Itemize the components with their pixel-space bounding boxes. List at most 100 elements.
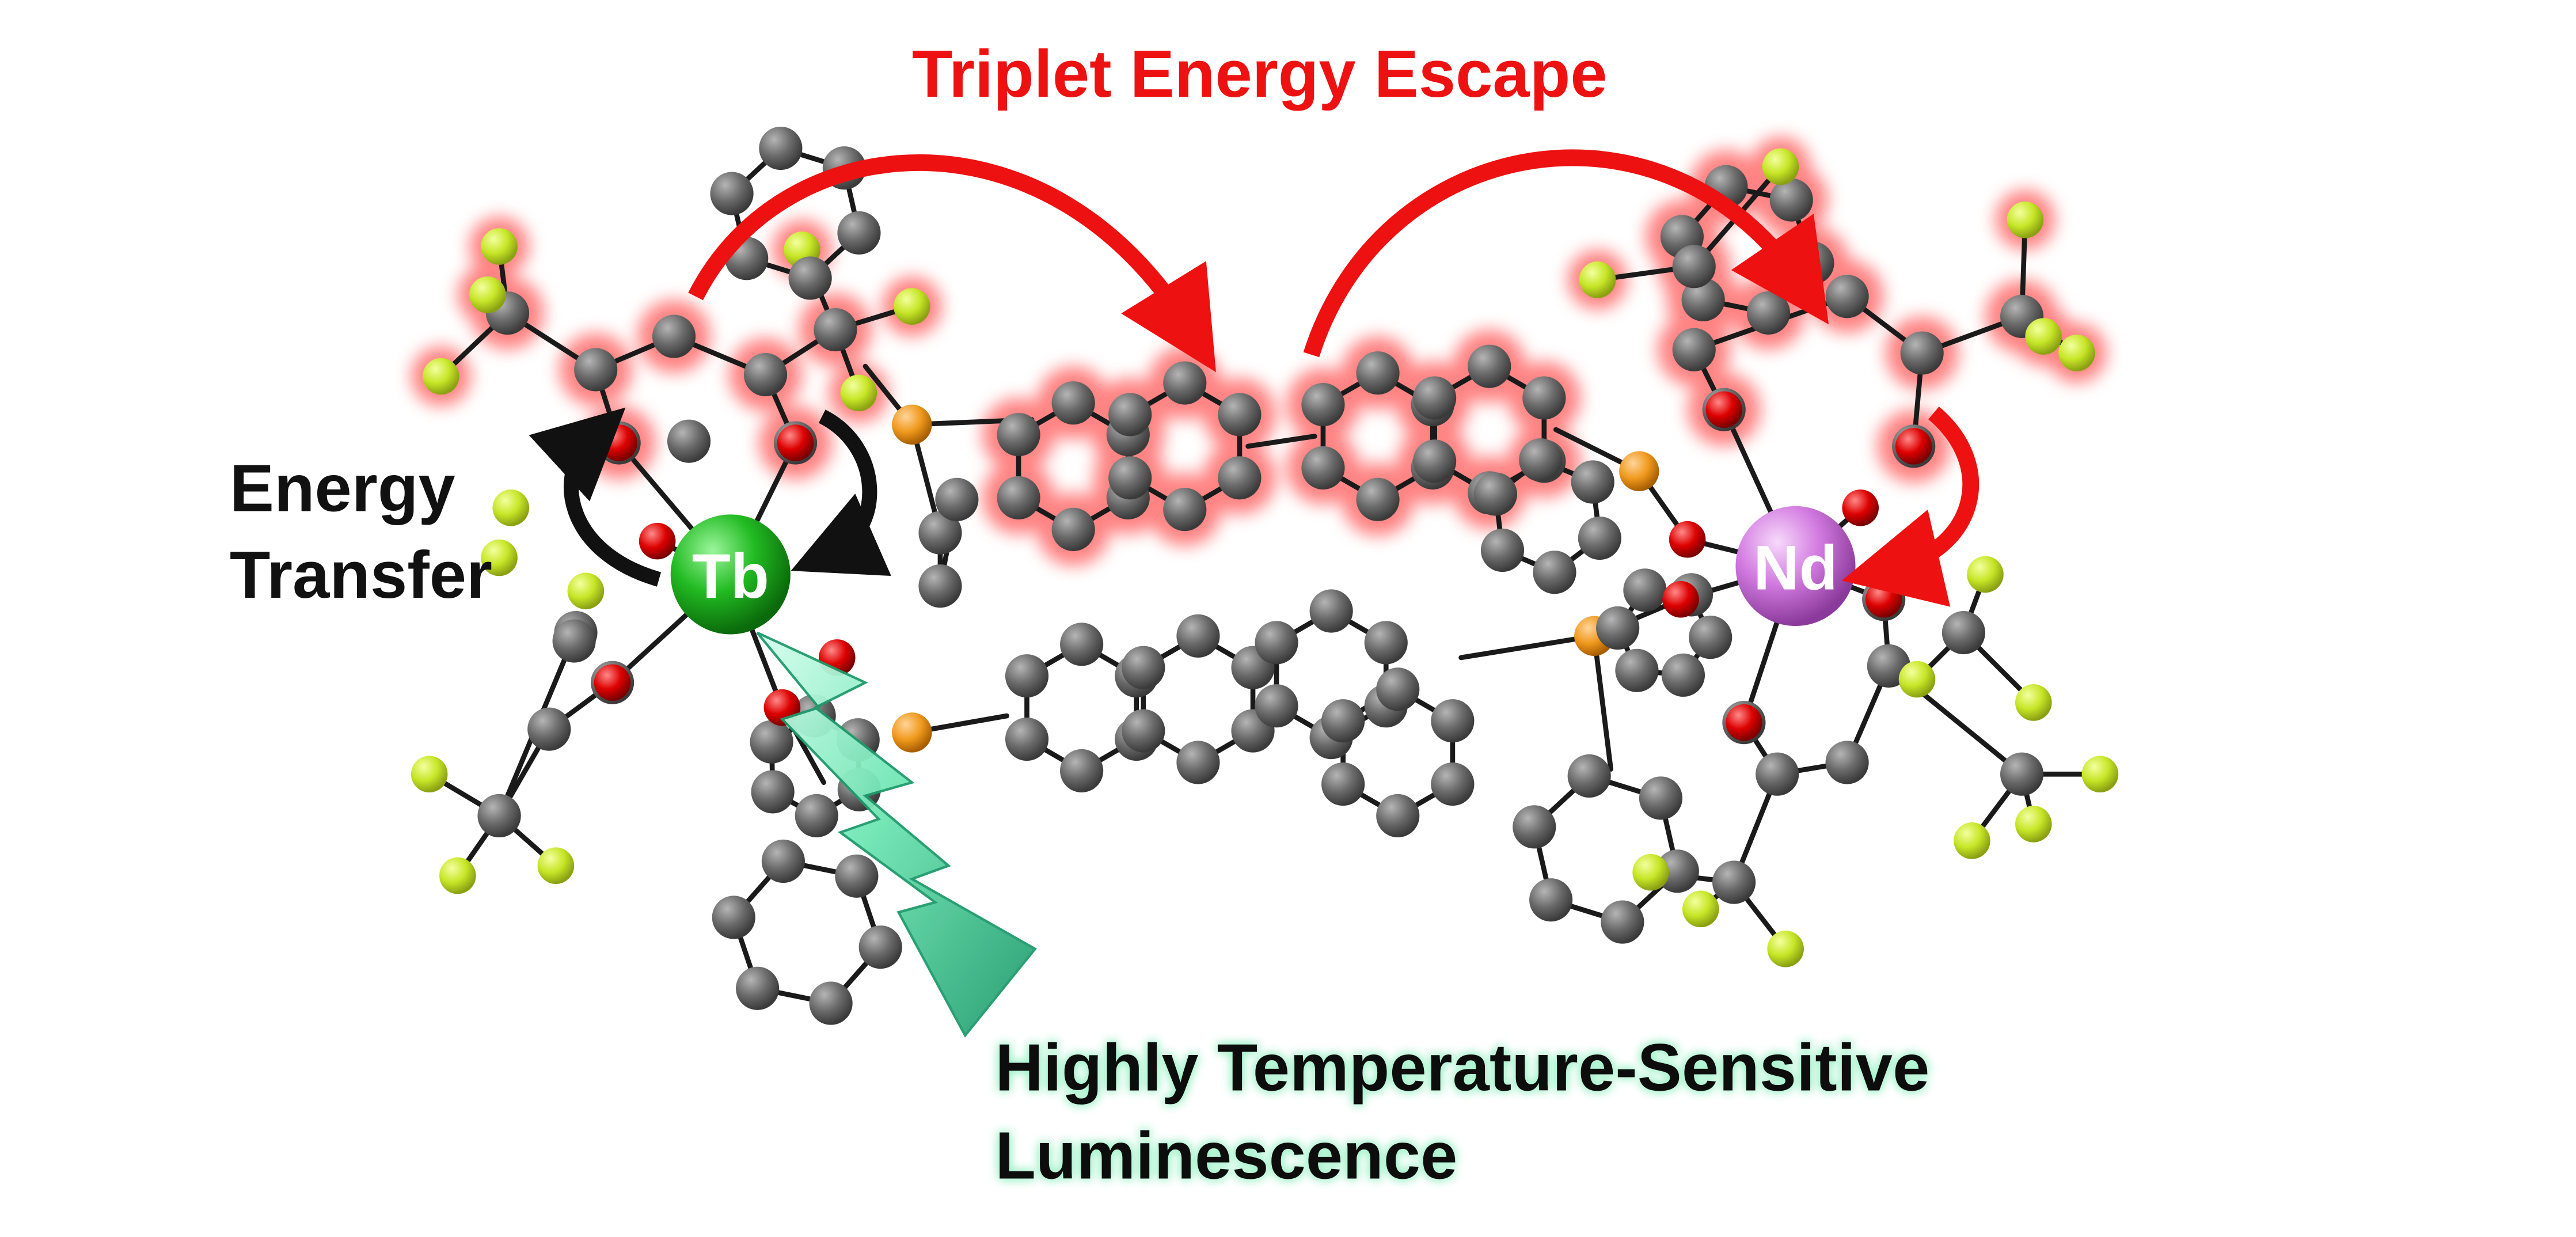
fluorine-atom [1967,556,2004,593]
carbon-atom [814,308,857,352]
fluorine-atom [2015,806,2052,843]
oxygen-atom [1842,490,1879,526]
carbon-atom [1255,684,1298,728]
phosphorus-atom [892,712,932,753]
luminescence-label-line1: Highly Temperature-Sensitive [995,1030,1929,1105]
carbon-atom [1672,328,1716,371]
fluorine-atom [840,374,877,412]
carbon-atom [918,564,962,608]
carbon-atom [1942,610,1985,655]
escape-arrow-right [1303,149,1829,358]
carbon-atom [1122,709,1165,753]
carbon-atom [997,413,1040,457]
fluorine-atom [1767,930,1804,967]
carbon-atom [788,256,832,300]
fluorine-atom [1682,890,1719,928]
energy-transfer-label-line2: Transfer [230,538,492,612]
carbon-atom [1321,699,1365,743]
fluorine-atom [537,847,575,884]
oxygen-atom [601,424,637,461]
carbon-atom [1255,621,1298,665]
carbon-atom [1413,376,1457,420]
carbon-atom [1900,331,1944,375]
carbon-atom [1413,439,1457,483]
carbon-atom [1639,776,1683,820]
carbon-atom [1051,507,1095,551]
oxygen-atom [1705,391,1743,428]
transfer-arrow-left [529,407,662,587]
carbon-atom [935,477,979,521]
carbon-atom [1122,646,1165,689]
fluorine-atom [481,539,518,576]
carbon-atom [1218,456,1262,500]
carbon-atom [710,172,754,215]
carbon-atom [759,126,803,170]
oxygen-atom [639,522,676,560]
carbon-atom [1309,589,1353,633]
carbon-atom [527,707,571,751]
carbon-atom [1108,393,1152,437]
nd-label: Nd [1753,533,1837,603]
oxygen-atom [594,664,631,701]
fluorine-atom [894,288,930,325]
nd-atom: Nd [1735,506,1856,627]
fluorine-atom [2025,318,2062,355]
carbon-atom [1825,741,1869,784]
carbon-atom [1623,568,1667,612]
energy-transfer-label-line1: Energy [230,451,455,526]
carbon-atom [1060,749,1104,793]
carbon-atom [1431,699,1475,743]
carbon-atom [1176,741,1220,784]
tb-atom: Tb [670,514,791,635]
carbon-atom [1571,460,1614,504]
carbon-atom [1005,717,1049,761]
carbon-atom [1060,623,1104,666]
carbon-atom [858,925,902,969]
carbon-atom [1176,614,1220,658]
carbon-atom [1578,516,1621,560]
carbon-atom [1601,900,1644,944]
carbon-atom [837,211,881,255]
carbon-atom [1364,621,1408,665]
carbon-atom [667,419,711,463]
bond [1245,434,1317,449]
carbon-atom [1480,528,1525,572]
carbon-atom [1596,606,1640,650]
bond [1458,633,1597,661]
carbon-atom [1356,477,1400,521]
carbon-atom [1163,488,1207,532]
carbon-atom [1615,648,1659,692]
atom-spheres [411,126,2119,1025]
fluorine-atom [1579,261,1616,298]
carbon-atom [1513,805,1556,849]
carbon-atom [1825,275,1869,318]
tb-label: Tb [692,541,769,612]
carbon-atom [1321,762,1365,806]
fluorine-atom [469,276,506,313]
carbon-atom [1533,551,1576,594]
carbon-atom [1712,860,1756,904]
carbon-atom [795,794,838,838]
carbon-atom [1661,653,1705,697]
carbon-atom [1689,616,1732,659]
carbon-atom [1529,878,1573,922]
fluorine-atom [1632,853,1669,891]
carbon-atom [997,476,1040,520]
luminescence-label-line2: Luminescence [995,1119,1457,1193]
carbon-atom [743,353,788,397]
carbon-atom [751,770,795,814]
carbon-atom [574,348,618,392]
carbon-atom [1163,361,1207,405]
triplet-energy-escape-label: Triplet Energy Escape [912,37,1608,111]
fluorine-atom [2015,684,2052,721]
fluorine-atom [492,490,530,526]
carbon-atom [736,966,780,1010]
carbon-atom [1522,376,1566,420]
carbon-atom [1218,393,1262,437]
fluorine-atom [439,857,476,894]
carbon-atom [1681,278,1725,322]
carbon-atom [1468,344,1511,388]
carbon-atom [477,794,521,838]
carbon-atom [1108,456,1152,500]
bond [1591,633,1614,772]
